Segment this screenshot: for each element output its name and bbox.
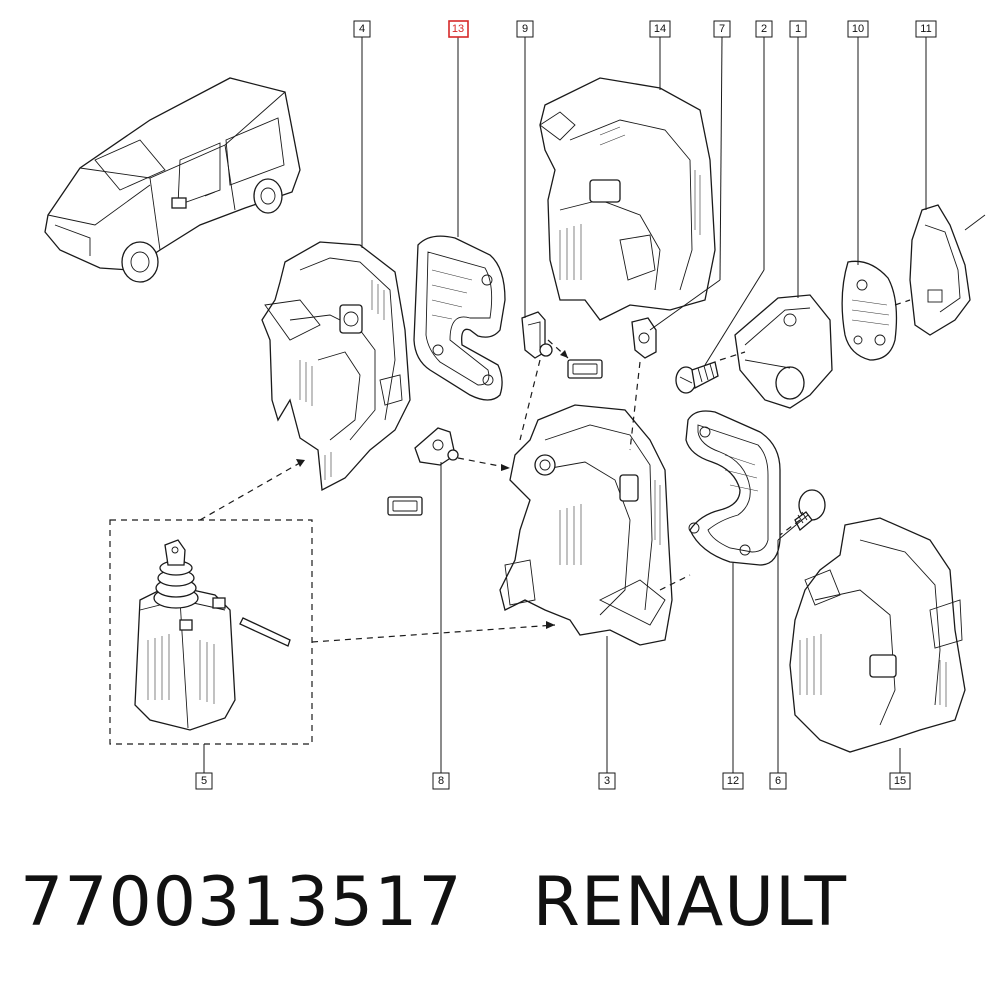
callout-2: 2: [755, 20, 773, 38]
callout-5-text: 5: [201, 775, 207, 787]
callout-5: 5: [195, 772, 213, 790]
screw-2: [675, 361, 719, 394]
callout-7-text: 7: [719, 23, 725, 35]
callout-12-text: 12: [727, 775, 739, 787]
callout-8-text: 8: [438, 775, 444, 787]
callout-4: 4: [353, 20, 371, 38]
callout-4-text: 4: [359, 23, 365, 35]
clip-9: [521, 311, 553, 359]
screw-6: [794, 489, 826, 532]
callout-8: 8: [432, 772, 450, 790]
gasket-12: [685, 410, 781, 566]
callout-1: 1: [789, 20, 807, 38]
gasket-13: [413, 235, 506, 401]
callout-11: 11: [915, 20, 937, 38]
callout-2-text: 2: [761, 23, 767, 35]
callout-10-text: 10: [852, 23, 864, 35]
callout-12: 12: [722, 772, 744, 790]
callout-7: 7: [713, 20, 731, 38]
clip-7: [631, 317, 657, 359]
seal-lower: [387, 496, 423, 516]
callout-15-text: 15: [894, 775, 906, 787]
striker-1: [734, 294, 833, 409]
callout-3: 3: [598, 772, 616, 790]
actuator-5: [109, 519, 313, 745]
lock-assembly-3: [499, 404, 673, 646]
callout-11-text: 11: [920, 23, 931, 35]
callout-6-text: 6: [775, 775, 781, 787]
callout-9: 9: [516, 20, 534, 38]
van-illustration: [44, 77, 301, 283]
part-number: 7700313517: [20, 863, 463, 942]
callout-10: 10: [847, 20, 869, 38]
callout-6: 6: [769, 772, 787, 790]
callout-14: 14: [649, 20, 671, 38]
plate-10: [841, 260, 898, 361]
bracket-8: [414, 427, 459, 466]
callout-13-text: 13: [452, 23, 464, 35]
arrowheads: [296, 350, 568, 629]
seal-upper: [567, 359, 603, 379]
brand-name: RENAULT: [532, 863, 848, 942]
callout-1-text: 1: [795, 23, 801, 35]
lock-assembly-14: [539, 77, 716, 321]
lock-assembly-15: [789, 517, 966, 753]
leader-lines: [203, 36, 927, 773]
callout-14-text: 14: [654, 23, 666, 35]
caption: 7700313517 RENAULT: [20, 858, 980, 948]
callout-15: 15: [889, 772, 911, 790]
callout-9-text: 9: [522, 23, 528, 35]
callout-13: 13: [448, 20, 469, 38]
callout-3-text: 3: [604, 775, 610, 787]
bracket-11: [909, 204, 986, 336]
lock-assembly-4: [261, 241, 411, 492]
